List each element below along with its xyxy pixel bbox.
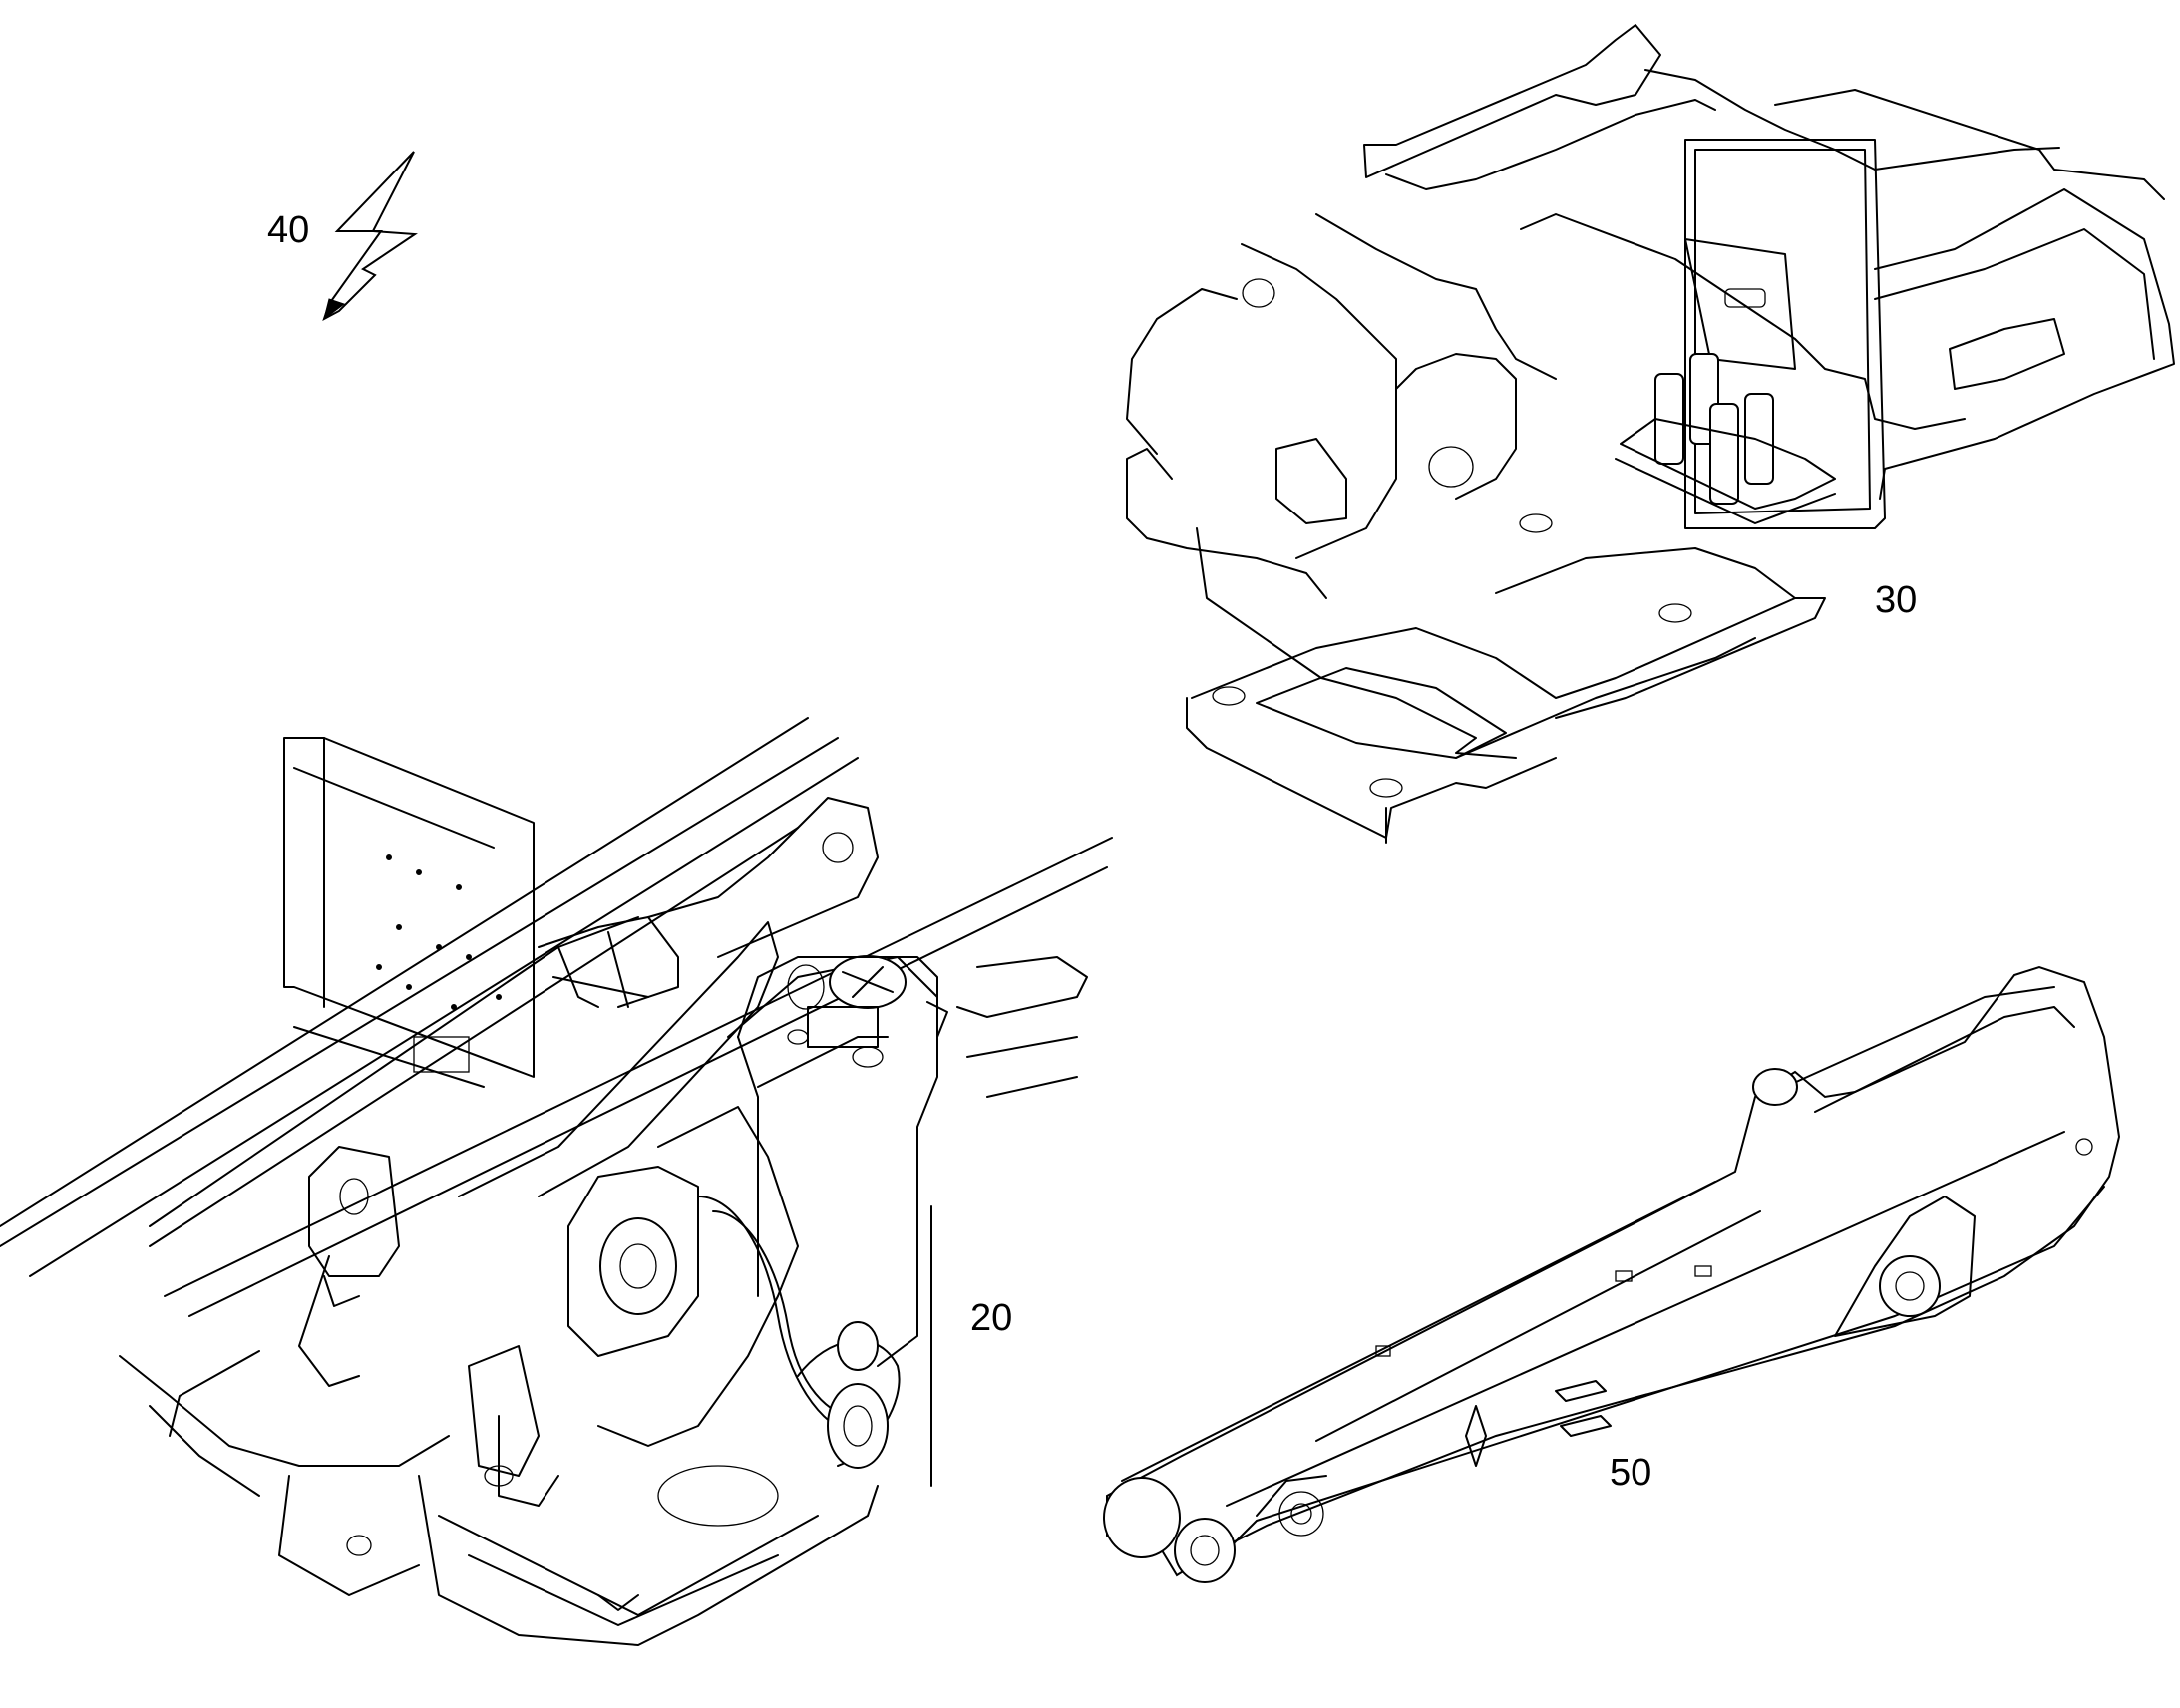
callout-20: 20 (970, 1297, 1013, 1339)
callout-30: 30 (1875, 579, 1918, 621)
valve-block (1615, 353, 1836, 524)
boom-foot-pivot (1834, 1196, 1976, 1337)
callout-40: 40 (267, 209, 310, 251)
lightning-bolt-icon (322, 151, 418, 322)
upper-frame-assembly (1126, 24, 2175, 844)
boom-assembly (1103, 965, 2121, 1583)
engine-bay-assembly (0, 717, 1113, 1646)
callout-50: 50 (1610, 1452, 1652, 1494)
panel-hole-pattern (376, 854, 502, 1010)
